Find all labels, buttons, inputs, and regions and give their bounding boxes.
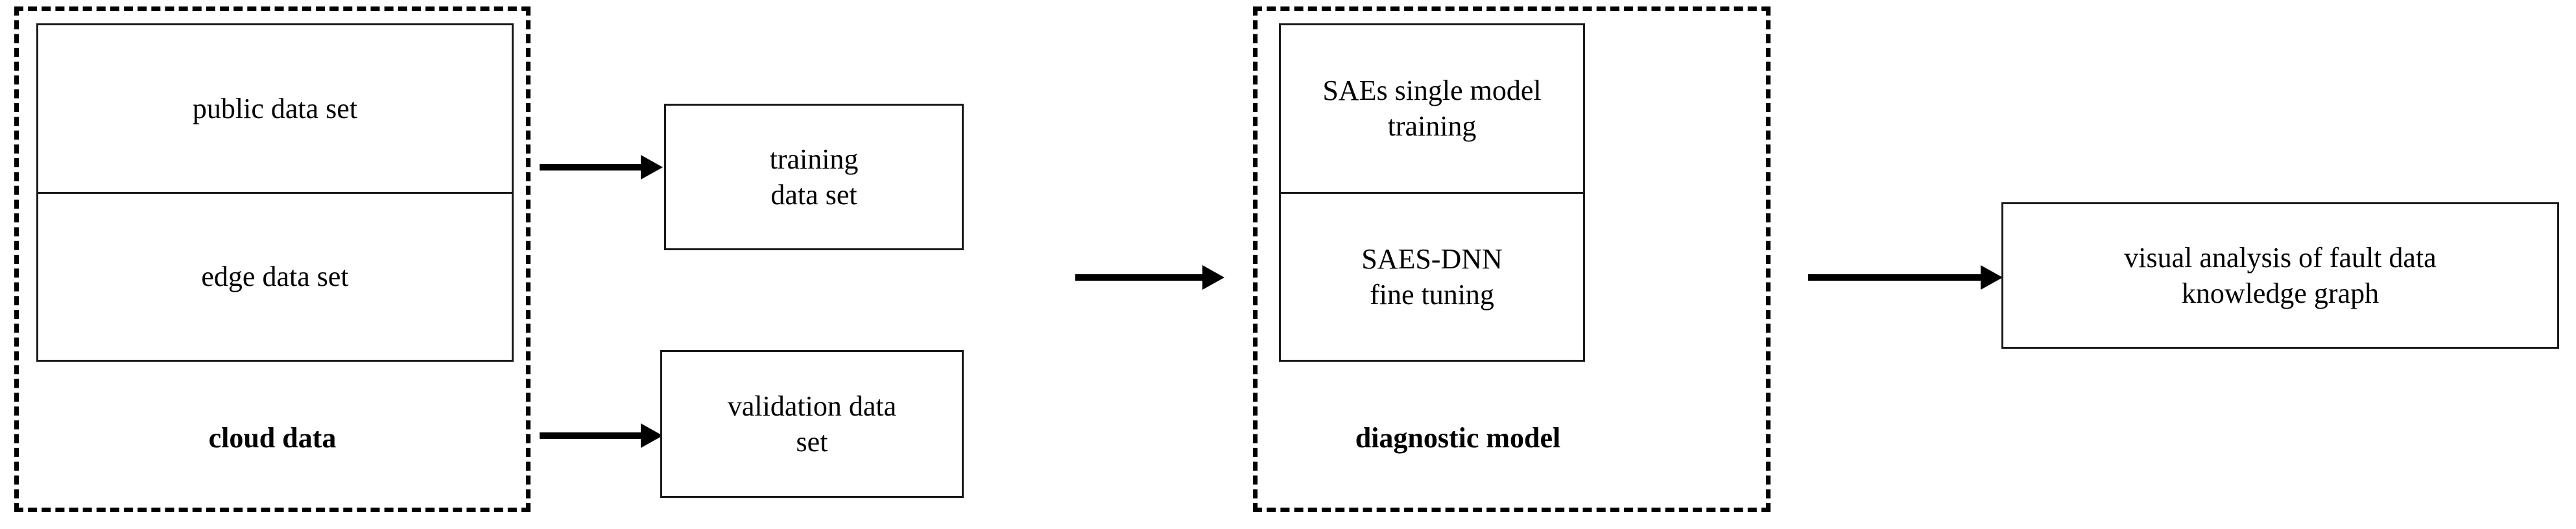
diagnostic-model-stack[interactable]: SAEs single model training SAES-DNN fine… <box>1279 23 1585 362</box>
node-saes-dnn-fine-tuning-line2: fine tuning <box>1370 278 1494 311</box>
arrow-shaft <box>1808 274 1982 281</box>
group-diagnostic-model[interactable] <box>1253 6 1771 512</box>
node-validation-data-set[interactable]: validation data set <box>660 350 964 498</box>
node-edge-data-set[interactable]: edge data set <box>38 191 512 360</box>
node-public-data-set[interactable]: public data set <box>38 25 512 192</box>
arrow-head <box>1981 265 2003 290</box>
group-cloud-data[interactable] <box>14 6 531 512</box>
group-label-cloud-data: cloud data <box>208 422 337 454</box>
node-public-data-set-label: public data set <box>192 92 358 124</box>
cloud-data-stack[interactable]: public data set edge data set <box>36 23 514 362</box>
node-visual-analysis-line1: visual analysis of fault data <box>2124 242 2437 274</box>
node-training-data-set-line2: data set <box>770 179 857 211</box>
group-label-diagnostic-model: diagnostic model <box>1355 422 1561 454</box>
node-saes-single-model-training[interactable]: SAEs single model training <box>1281 25 1583 192</box>
node-saes-dnn-fine-tuning[interactable]: SAES-DNN fine tuning <box>1281 191 1583 360</box>
node-visual-analysis-line2: knowledge graph <box>2181 277 2379 309</box>
arrow-shaft <box>1075 274 1204 281</box>
arrow-shaft <box>540 432 642 439</box>
node-training-data-set[interactable]: training data set <box>664 104 964 250</box>
node-training-data-set-label: training data set <box>763 141 865 213</box>
node-saes-single-model-training-line1: SAEs single model <box>1322 75 1542 107</box>
node-edge-data-set-label: edge data set <box>201 261 349 293</box>
node-saes-dnn-fine-tuning-line1: SAES-DNN <box>1361 242 1503 275</box>
arrow-head <box>641 155 663 180</box>
node-validation-data-set-line2: set <box>796 426 828 458</box>
arrow-head <box>1202 265 1224 290</box>
node-visual-analysis[interactable]: visual analysis of fault data knowledge … <box>2001 202 2559 349</box>
arrow-head <box>641 423 663 448</box>
node-saes-dnn-fine-tuning-label: SAES-DNN fine tuning <box>1355 241 1509 312</box>
node-validation-data-set-label: validation data set <box>721 388 903 460</box>
node-saes-single-model-training-label: SAEs single model training <box>1316 73 1547 144</box>
node-validation-data-set-line1: validation data <box>727 390 897 422</box>
arrow-shaft <box>540 164 642 170</box>
node-saes-single-model-training-line2: training <box>1387 110 1477 143</box>
node-training-data-set-line1: training <box>769 143 859 175</box>
node-visual-analysis-label: visual analysis of fault data knowledge … <box>2117 240 2442 311</box>
